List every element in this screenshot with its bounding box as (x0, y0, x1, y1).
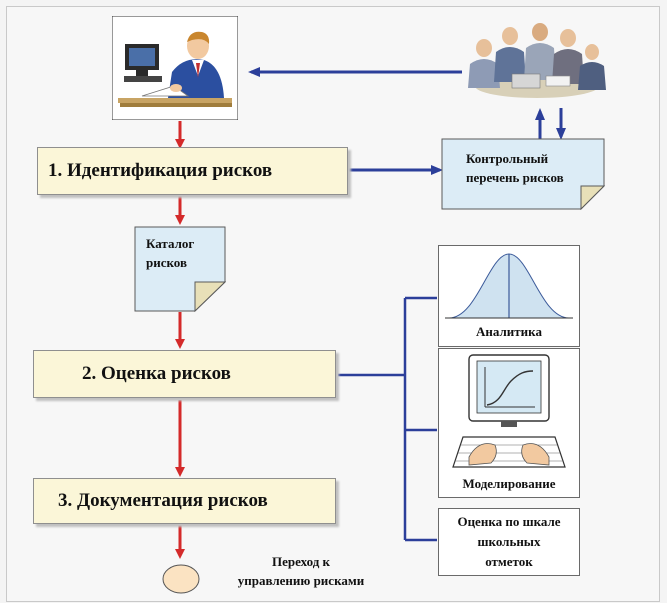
scale-panel: Оценка по шкале школьных отметок (438, 508, 580, 576)
modeling-panel: Моделирование (438, 348, 580, 498)
checklist-line-1: Контрольный (466, 151, 549, 166)
scale-line-1: Оценка по шкале (457, 514, 561, 529)
step-identification-label: 1. Идентификация рисков (48, 160, 273, 181)
scale-line-3: отметок (485, 554, 533, 569)
modeling-label: Моделирование (462, 476, 556, 491)
terminal-oval (162, 564, 200, 594)
step-assessment-label: 2. Оценка рисков (82, 363, 231, 384)
catalog-line-2: рисков (146, 255, 188, 270)
monitor-chart-icon (468, 354, 550, 427)
catalog-document-shape (134, 226, 226, 312)
manager-at-desk-icon (112, 16, 238, 120)
checklist-document: Контрольный перечень рисков (466, 149, 602, 187)
transition-note: Переход к управлению рисками (208, 552, 394, 590)
step-documentation-label: 3. Документация рисков (58, 490, 268, 511)
step-assessment: 2. Оценка рисков (33, 350, 336, 398)
step-identification: 1. Идентификация рисков (37, 147, 348, 195)
keyboard-hands-icon (452, 436, 566, 468)
analytics-label: Аналитика (476, 324, 542, 339)
analytics-panel: Аналитика (438, 245, 580, 347)
bell-curve-icon (445, 253, 573, 319)
step-documentation: 3. Документация рисков (33, 478, 336, 524)
team-meeting-icon (468, 23, 606, 98)
checklist-line-2: перечень рисков (466, 170, 564, 185)
scale-line-2: школьных (477, 534, 541, 549)
catalog-line-1: Каталог (146, 236, 195, 251)
catalog-document: Каталог рисков (146, 234, 222, 272)
checklist-document-shape (441, 138, 605, 210)
transition-line-2: управлению рисками (237, 573, 365, 588)
transition-line-1: Переход к (271, 554, 331, 569)
